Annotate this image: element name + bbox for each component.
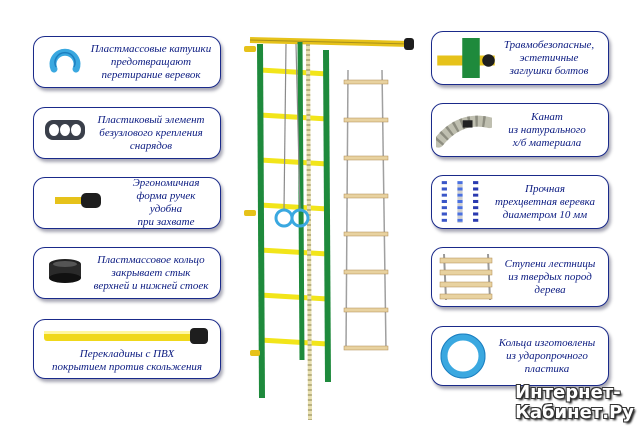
rope-ladder-steps (343, 79, 389, 351)
site-watermark: Интернет- Кабинет.Ру (515, 382, 634, 423)
gym-ring-left (274, 208, 294, 228)
wooden-ladder-icon (439, 253, 493, 301)
climbing-rope (306, 43, 312, 420)
wall-rungs (259, 67, 329, 347)
gym-ring-right (290, 208, 310, 228)
bolt-cap-icon (437, 38, 495, 78)
top-corner-bar (249, 37, 411, 47)
plastic-mount-element-icon (45, 120, 85, 140)
natural-rope-icon (436, 115, 492, 148)
wall-bars-illustration (244, 37, 414, 420)
plastic-ring-joint-icon (49, 259, 81, 283)
left-stand (257, 43, 265, 399)
ergonomic-handle-icon (55, 193, 101, 208)
right-stand (323, 49, 331, 383)
gymnastic-ring-icon (440, 333, 486, 379)
plastic-roller-icon (49, 48, 81, 73)
crossbar-pvc-icon (44, 328, 208, 344)
braided-rope-icon (441, 181, 479, 223)
